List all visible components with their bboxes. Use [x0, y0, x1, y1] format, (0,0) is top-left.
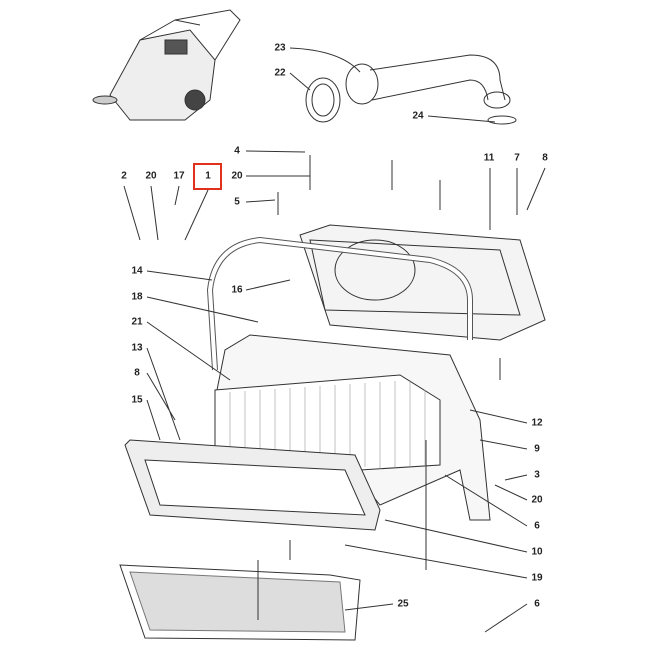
callout-20[interactable]: 20 [531, 494, 543, 506]
callout-1[interactable]: 1 [205, 170, 211, 182]
callout-15[interactable]: 15 [131, 394, 143, 406]
callout-6[interactable]: 6 [534, 598, 540, 610]
callout-22[interactable]: 22 [274, 67, 286, 79]
callout-24[interactable]: 24 [412, 110, 424, 122]
callout-20[interactable]: 20 [231, 170, 243, 182]
callout-16[interactable]: 16 [231, 284, 243, 296]
callout-14[interactable]: 14 [131, 265, 143, 277]
hose-parts [305, 54, 517, 125]
highlight-box-part-1 [193, 163, 222, 190]
callout-21[interactable]: 21 [131, 316, 143, 328]
callout-3[interactable]: 3 [534, 469, 540, 481]
machine-thumbnail [92, 9, 241, 121]
callout-12[interactable]: 12 [531, 417, 543, 429]
callout-23[interactable]: 23 [274, 42, 286, 54]
callout-10[interactable]: 10 [531, 546, 543, 558]
callout-18[interactable]: 18 [131, 291, 143, 303]
callout-20[interactable]: 20 [145, 170, 157, 182]
callout-19[interactable]: 19 [531, 572, 543, 584]
callout-2[interactable]: 2 [121, 170, 127, 182]
callout-6[interactable]: 6 [534, 520, 540, 532]
callout-13[interactable]: 13 [131, 342, 143, 354]
callout-4[interactable]: 4 [234, 145, 240, 157]
callout-8[interactable]: 8 [134, 367, 140, 379]
callout-25[interactable]: 25 [397, 598, 409, 610]
callout-11[interactable]: 11 [483, 152, 495, 164]
callout-9[interactable]: 9 [534, 443, 540, 455]
callout-8[interactable]: 8 [542, 152, 548, 164]
callout-5[interactable]: 5 [234, 196, 240, 208]
callout-7[interactable]: 7 [514, 152, 520, 164]
callout-17[interactable]: 17 [173, 170, 185, 182]
